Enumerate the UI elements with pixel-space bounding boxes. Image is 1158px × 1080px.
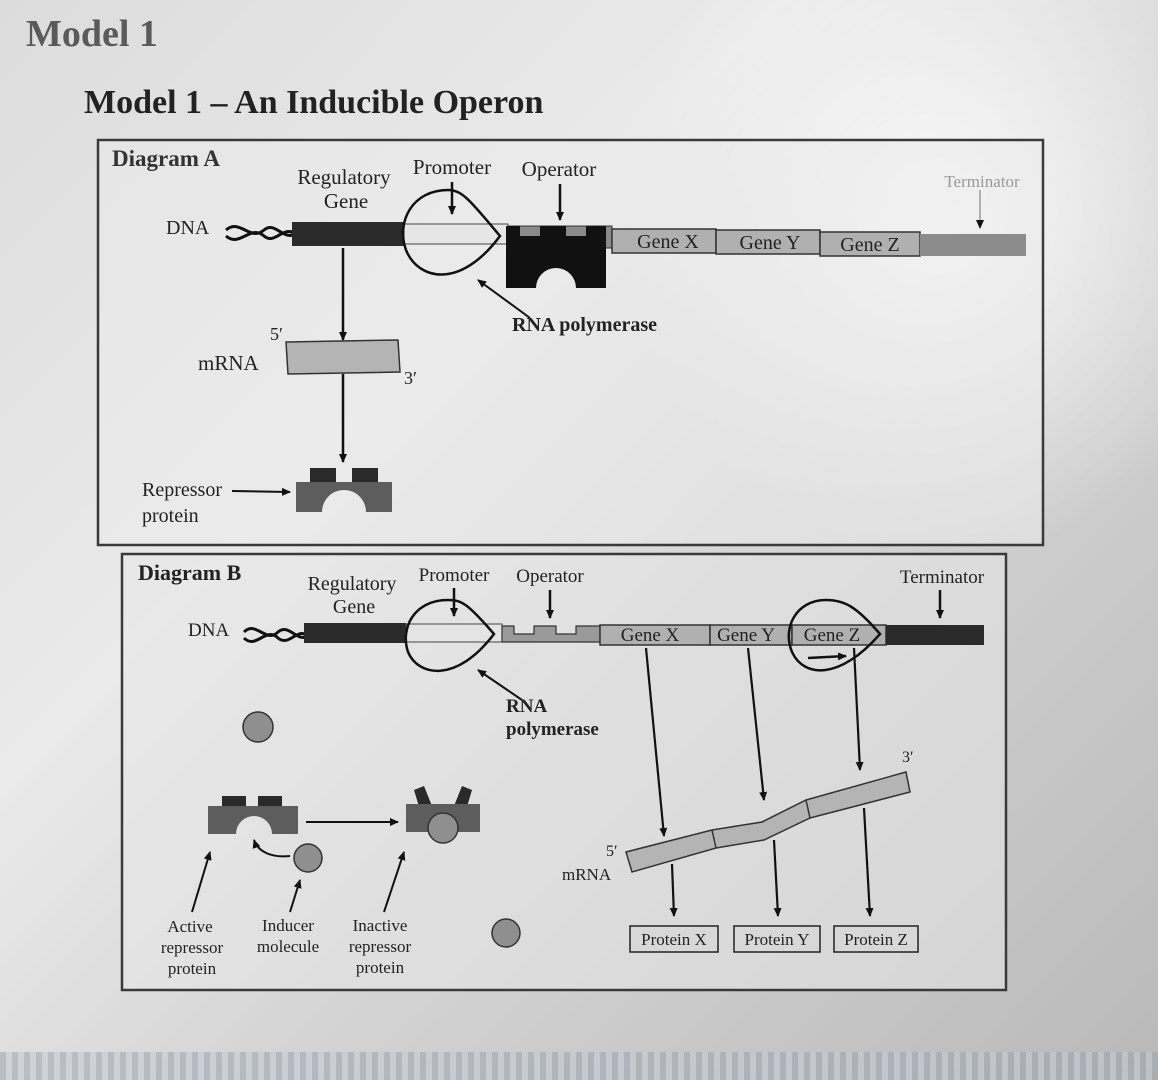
inducer-molecule-free-1 [242,711,274,743]
inducer-molecule-free-2 [491,918,521,948]
diagram-a-bound-repressor [506,226,606,288]
model-heading: Model 1 [26,13,158,55]
diagram-b-mrna [625,771,911,873]
diagram-a-mrna [285,339,401,375]
diagram-b-dna-label: DNA [188,620,229,641]
diagram-b-rna-polymerase-label-2: polymerase [506,719,599,740]
diagram-a-gene-y-label: Gene Y [740,232,801,254]
diagram-a-gene-x-label: Gene X [637,231,699,253]
diagram-a-frame [96,138,1045,547]
diagram-a-promoter-label: Promoter [413,155,491,179]
diagram-a-mrna-label: mRNA [198,351,260,375]
diagram-a-gene-z-label: Gene Z [840,234,899,256]
active-repressor-label-1: Active [167,917,212,936]
diagram-b-rna-polymerase-moving [787,598,882,672]
diagram-a-dna-label: DNA [166,217,210,239]
inducer-molecule [293,843,323,873]
diagram-a-rna-polymerase-label: RNA polymerase [512,314,657,336]
diagram-a-repressor-label-1: Repressor [142,479,222,501]
diagram-b-frame [120,552,1008,992]
diagram-b-gene-y-label: Gene Y [717,625,775,646]
inactive-repressor-label-3: protein [356,958,405,977]
diagram-b-regulatory-gene [304,623,406,643]
diagram-a: Diagram A DNA Regulatory Gene Promoter O… [96,138,1045,547]
diagram-b-promoter-label: Promoter [419,565,490,586]
active-repressor-label-2: repressor [161,938,224,957]
diagram-a-terminator-region [920,234,1026,256]
diagram-a-regulatory-label-2: Gene [324,189,368,213]
diagram-b-dna-twist [242,627,312,639]
diagram-b-regulatory-label-2: Gene [333,596,375,618]
diagram-a-gene-y [715,229,821,255]
diagram-b-rna-polymerase-promoter [404,598,496,672]
model-title: Model 1 – An Inducible Operon [84,84,543,122]
diagram-a-gene-x [611,228,717,254]
inactive-repressor-bound-inducer [427,812,459,844]
model-title-main: An Inducible Operon [234,84,544,121]
diagram-b-five-prime: 5′ [606,843,618,860]
diagram-a-regulatory-gene [292,222,404,246]
inducer-label-2: molecule [257,937,319,956]
diagram-a-dna-twist [225,225,299,237]
diagram-b-operator-label: Operator [516,566,584,587]
inactive-repressor-label-2: repressor [349,937,412,956]
diagram-a-repressor-label-2: protein [142,505,199,527]
diagram-b-regulatory-label-1: Regulatory [308,573,397,595]
protein-x-label: Protein X [641,930,707,949]
diagram-a-regulatory-label-1: Regulatory [297,165,391,189]
diagram-b-gene-x-label: Gene X [621,625,680,646]
diagram-a-rna-polymerase [401,188,502,276]
diagram-a-repressor-protein [296,482,392,512]
protein-x-box [629,925,719,953]
protein-z-label: Protein Z [844,930,908,949]
diagram-b-mrna-label: mRNA [562,865,612,884]
inducer-label-1: Inducer [262,916,314,935]
active-repressor-label-3: protein [168,959,217,978]
diagram-a-operator-label: Operator [522,157,597,181]
protein-y-label: Protein Y [744,930,809,949]
inactive-repressor-label-1: Inactive [353,916,408,935]
diagram-a-five-prime: 5′ [270,324,283,344]
diagram-a-title: Diagram A [112,146,220,171]
diagram-b-gene-z-label: Gene Z [804,625,860,646]
diagram-b-terminator-region [886,625,984,645]
protein-z-box [833,925,919,953]
diagram-a-gene-z [819,231,921,257]
diagram-b-rna-polymerase-label-1: RNA [506,696,547,717]
active-repressor-protein [208,806,298,834]
taskbar [0,1052,1158,1080]
diagram-b-title: Diagram B [138,560,242,585]
diagram-a-repressor-cap-left [310,468,336,486]
diagram-b: Diagram B DNA Regulatory Gene Promoter O… [120,552,1008,992]
diagram-a-repressor-cap-right [352,468,378,486]
protein-y-box [733,925,821,953]
diagram-a-three-prime: 3′ [404,368,417,388]
diagram-b-terminator-label: Terminator [900,567,985,588]
model-title-prefix: Model 1 – [84,84,235,121]
diagram-b-three-prime: 3′ [902,749,914,766]
diagram-a-terminator-label: Terminator [944,172,1020,191]
